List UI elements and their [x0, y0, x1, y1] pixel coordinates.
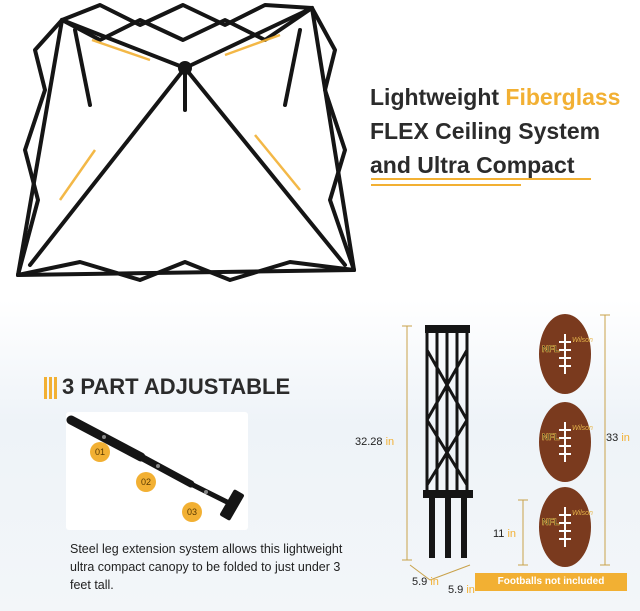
football-height-unit: in	[507, 528, 517, 540]
depth-unit: in	[430, 576, 439, 588]
headline-line-1: Lightweight Fiberglass	[370, 80, 640, 114]
width-label: 5.9 in	[448, 584, 475, 596]
football-stack: NFL NFL NFL Wilson Wilson Wilson	[539, 314, 593, 567]
headline-line-3: and Ultra Compact	[370, 152, 575, 178]
folded-canopy-illustration	[423, 325, 473, 558]
title-accent-bars	[44, 377, 58, 399]
footballs-not-included-note: Footballs not included	[475, 573, 627, 591]
stack-height-label: 33 in	[606, 432, 630, 444]
feature-headline: Lightweight Fiberglass FLEX Ceiling Syst…	[370, 80, 640, 182]
football-2-brand: Wilson	[572, 425, 593, 432]
width-value: 5.9	[448, 584, 464, 596]
headline-accent-word: Fiberglass	[505, 84, 621, 110]
step-badge-1: 01	[90, 442, 110, 462]
football-3-logo: NFL	[542, 517, 560, 527]
leg-extension-detail-card: 01 02 03	[66, 412, 248, 530]
headline-underline-short	[371, 184, 521, 186]
telescoping-leg-illustration	[66, 415, 244, 521]
step-badge-2: 02	[136, 472, 156, 492]
football-1-logo: NFL	[542, 344, 560, 354]
football-height-value: 11	[493, 528, 505, 540]
depth-value: 5.9	[412, 576, 428, 588]
depth-label: 5.9 in	[412, 576, 439, 588]
headline-line-2: FLEX Ceiling System	[370, 118, 601, 144]
football-1-brand: Wilson	[572, 337, 593, 344]
step-badge-3: 03	[182, 502, 202, 522]
folded-height-value: 32.28	[355, 436, 383, 448]
leg-extension-caption: Steel leg extension system allows this l…	[70, 542, 343, 592]
football-2-logo: NFL	[542, 432, 560, 442]
headline-underline-long	[371, 178, 591, 180]
width-unit: in	[466, 584, 475, 596]
canopy-frame-illustration	[16, 3, 356, 282]
folded-height-label: 32.28 in	[355, 436, 394, 448]
adjustable-title: 3 PART ADJUSTABLE	[62, 374, 291, 399]
stack-height-value: 33	[606, 432, 619, 444]
football-3-brand: Wilson	[572, 510, 593, 517]
football-height-label: 11 in	[493, 528, 516, 540]
folded-height-unit: in	[385, 436, 395, 448]
headline-prefix: Lightweight	[370, 84, 506, 110]
stack-height-unit: in	[621, 432, 630, 444]
